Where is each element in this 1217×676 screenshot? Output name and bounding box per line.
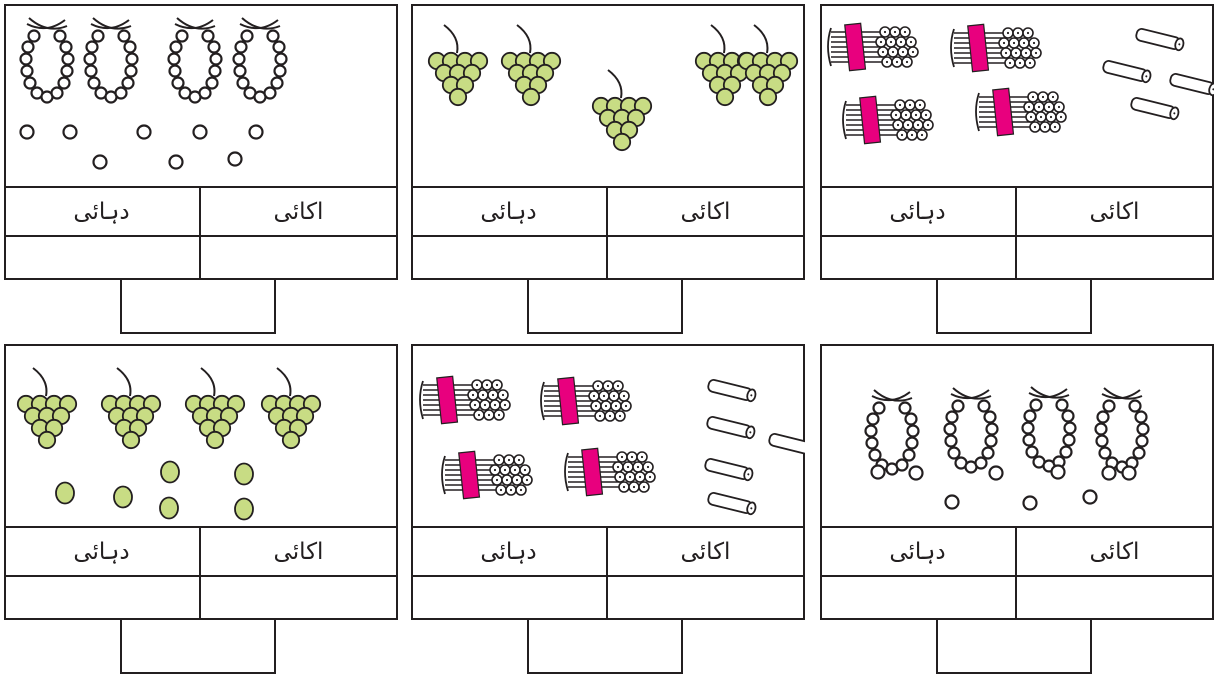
- bead-icon: [229, 153, 242, 166]
- number-answer-box[interactable]: [936, 280, 1092, 334]
- stick-icon: [1102, 60, 1151, 83]
- tens-answer-cell[interactable]: [820, 575, 1017, 620]
- grape-bunch-icon: [429, 25, 487, 105]
- bead-icon: [1084, 491, 1097, 504]
- stick-icon: [1130, 97, 1179, 120]
- ones-header: اکائی: [1016, 186, 1213, 236]
- stick-icon: [1135, 28, 1184, 51]
- bead-icon: [1024, 497, 1037, 510]
- ones-header: اکائی: [607, 526, 804, 576]
- stick-bundle-icon: [843, 96, 933, 143]
- grape-bunch-icon: [186, 368, 244, 448]
- card-picture: [4, 344, 398, 528]
- number-answer-box[interactable]: [527, 620, 683, 674]
- bead-icon: [1052, 466, 1065, 479]
- number-answer-box[interactable]: [120, 280, 276, 334]
- tens-header: دہائی: [411, 526, 608, 576]
- grape-bunch-icon: [502, 25, 560, 105]
- bead-icon: [946, 496, 959, 509]
- ones-answer-cell[interactable]: [200, 235, 397, 280]
- bead-string-icon: [169, 18, 222, 103]
- stick-icon: [768, 433, 805, 456]
- ones-answer-cell[interactable]: [607, 575, 804, 620]
- tens-header: دہائی: [820, 186, 1017, 236]
- grape-icon: [235, 499, 253, 520]
- card-picture: [820, 344, 1214, 528]
- grape-bunch-icon: [102, 368, 160, 448]
- bead-string-icon: [234, 18, 287, 103]
- picture-svg: [411, 4, 805, 188]
- stick-icon: [707, 379, 756, 402]
- number-answer-box[interactable]: [527, 280, 683, 334]
- stick-bundle-icon: [541, 377, 631, 424]
- grape-bunch-icon: [18, 368, 76, 448]
- stick-icon: [1169, 73, 1214, 96]
- card-picture: [4, 4, 398, 188]
- tens-answer-cell[interactable]: [4, 575, 201, 620]
- grape-bunch-icon: [262, 368, 320, 448]
- ones-answer-cell[interactable]: [1016, 235, 1213, 280]
- grape-icon: [160, 498, 178, 519]
- picture-svg: [4, 4, 398, 188]
- ones-answer-cell[interactable]: [200, 575, 397, 620]
- stick-bundle-icon: [951, 24, 1041, 71]
- bead-icon: [872, 466, 885, 479]
- bead-icon: [170, 156, 183, 169]
- picture-svg: [820, 4, 1214, 188]
- card-picture: [411, 344, 805, 528]
- card-picture: [820, 4, 1214, 188]
- tens-header: دہائی: [4, 186, 201, 236]
- bead-icon: [1123, 467, 1136, 480]
- bead-icon: [194, 126, 207, 139]
- bead-icon: [64, 126, 77, 139]
- tens-header: دہائی: [4, 526, 201, 576]
- stick-bundle-icon: [565, 448, 655, 495]
- bead-icon: [1103, 467, 1116, 480]
- bead-string-icon: [21, 18, 74, 103]
- bead-icon: [138, 126, 151, 139]
- ones-header: اکائی: [607, 186, 804, 236]
- tens-answer-cell[interactable]: [820, 235, 1017, 280]
- number-answer-box[interactable]: [120, 620, 276, 674]
- tens-answer-cell[interactable]: [4, 235, 201, 280]
- grape-bunch-icon: [739, 25, 797, 105]
- picture-svg: [820, 344, 1214, 528]
- stick-bundle-icon: [976, 88, 1066, 135]
- ones-header: اکائی: [1016, 526, 1213, 576]
- card-picture: [411, 4, 805, 188]
- stick-bundle-icon: [420, 376, 510, 423]
- stick-bundle-icon: [442, 451, 532, 498]
- tens-answer-cell[interactable]: [411, 575, 608, 620]
- grape-bunch-icon: [593, 70, 651, 150]
- tens-header: دہائی: [411, 186, 608, 236]
- ones-answer-cell[interactable]: [1016, 575, 1213, 620]
- bead-string-icon: [945, 388, 998, 473]
- grape-icon: [114, 487, 132, 508]
- bead-string-icon: [1096, 388, 1149, 473]
- grape-icon: [56, 483, 74, 504]
- bead-string-icon: [1023, 387, 1076, 472]
- bead-icon: [910, 467, 923, 480]
- stick-icon: [704, 458, 753, 481]
- picture-svg: [411, 344, 805, 528]
- bead-string-icon: [85, 18, 138, 103]
- stick-icon: [707, 492, 756, 515]
- bead-icon: [21, 126, 34, 139]
- bead-icon: [250, 126, 263, 139]
- ones-header: اکائی: [200, 526, 397, 576]
- number-answer-box[interactable]: [936, 620, 1092, 674]
- stick-icon: [706, 416, 755, 439]
- bead-string-icon: [866, 390, 919, 475]
- tens-header: دہائی: [820, 526, 1017, 576]
- bead-icon: [94, 156, 107, 169]
- bead-icon: [990, 467, 1003, 480]
- ones-answer-cell[interactable]: [607, 235, 804, 280]
- ones-header: اکائی: [200, 186, 397, 236]
- stick-bundle-icon: [828, 23, 918, 70]
- picture-svg: [4, 344, 398, 528]
- grape-icon: [161, 462, 179, 483]
- tens-answer-cell[interactable]: [411, 235, 608, 280]
- grape-icon: [235, 464, 253, 485]
